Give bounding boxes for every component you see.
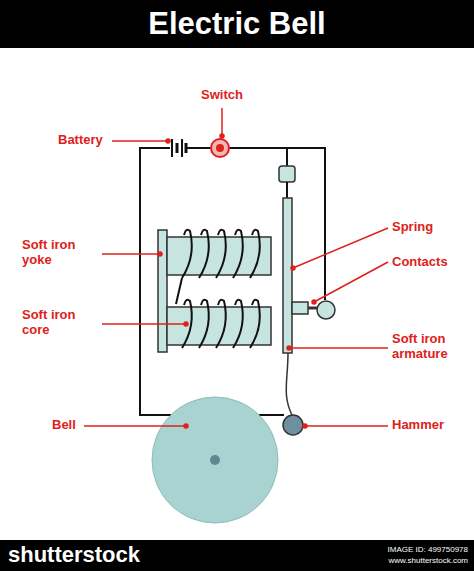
hammer-head — [283, 415, 303, 435]
battery-symbol — [172, 139, 186, 157]
armature-plate — [283, 198, 292, 353]
part-label: Bell — [52, 418, 92, 433]
title-band — [0, 0, 474, 48]
watermark-url: www.shutterstock.com — [300, 556, 468, 565]
watermark: shutterstock — [8, 542, 208, 567]
part-label: Soft iron yoke — [22, 238, 98, 268]
part-label: Soft iron armature — [392, 332, 468, 362]
image-id: IMAGE ID: 499750978 — [300, 545, 468, 554]
switch-dot — [216, 144, 224, 152]
circuit-wire — [140, 148, 325, 415]
title: Electric Bell — [0, 6, 474, 42]
hammer-rod — [286, 353, 292, 415]
part-label: Contacts — [392, 255, 468, 270]
switch-button — [211, 139, 229, 157]
footer-band — [0, 540, 474, 571]
part-label: Hammer — [392, 418, 468, 433]
yoke-plate — [158, 230, 167, 352]
spring-mount — [279, 166, 295, 182]
bell-center — [210, 455, 220, 465]
leader-lines — [84, 108, 388, 428]
part-label: Spring — [392, 220, 468, 235]
coil-windings — [176, 230, 260, 348]
contact-knob — [317, 301, 335, 319]
bell-gong — [152, 397, 278, 523]
part-label: Soft iron core — [22, 308, 98, 338]
contact-plate — [292, 302, 308, 314]
part-label: Battery — [58, 133, 118, 148]
part-label: Switch — [192, 88, 252, 103]
